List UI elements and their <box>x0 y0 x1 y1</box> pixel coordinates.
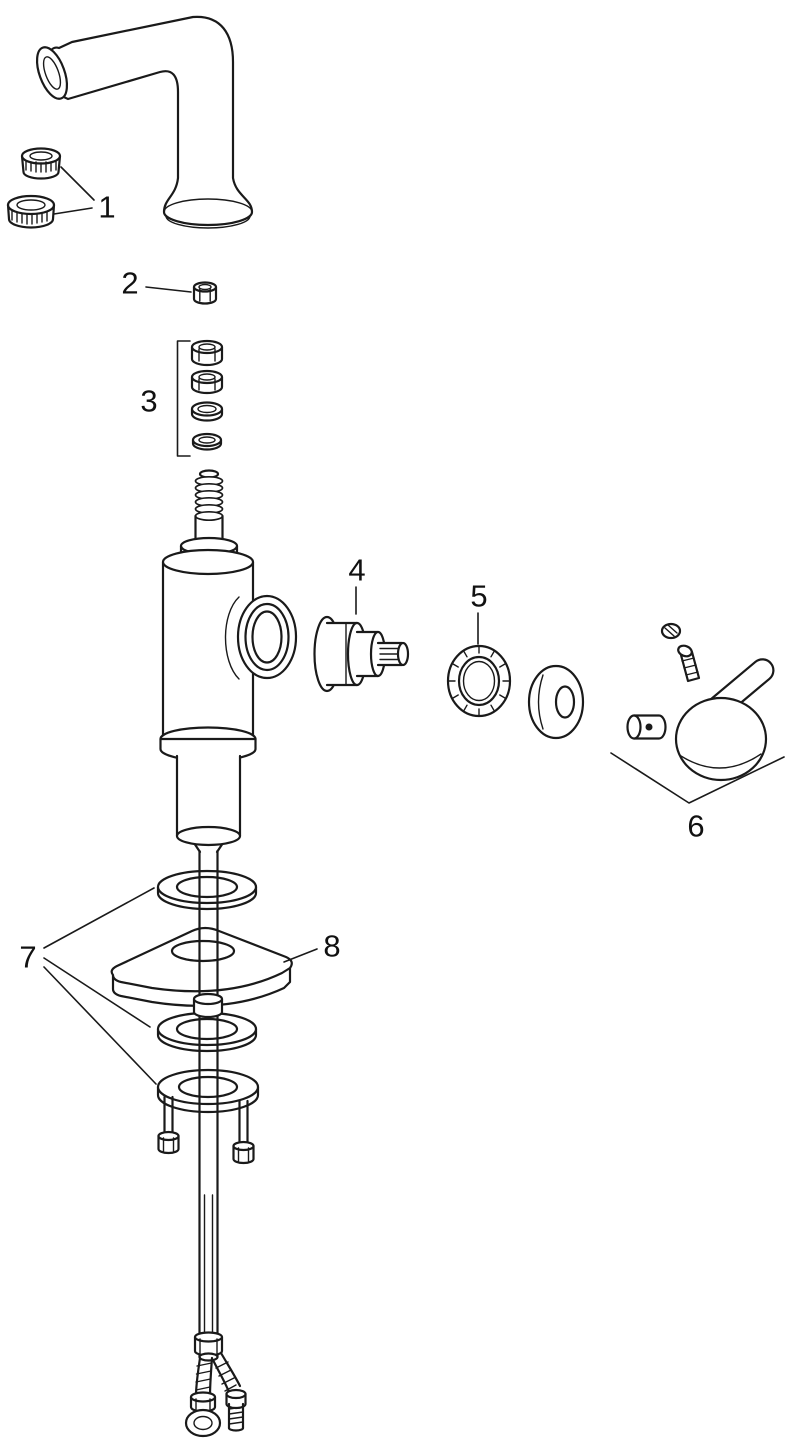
leader-line-1a <box>60 166 95 201</box>
mounting-bolt-right <box>232 1099 255 1165</box>
fastener-stack-part-3 <box>190 339 224 451</box>
supply-hose-left <box>184 1356 222 1438</box>
supply-pipe <box>198 849 219 1359</box>
cartridge-part-4 <box>313 615 410 693</box>
spout <box>35 15 254 229</box>
handle-dome <box>674 696 768 782</box>
part-label-2: 2 <box>121 265 139 301</box>
seal-washer-upper-part-7 <box>156 869 258 911</box>
mounting-bolt-left <box>157 1095 180 1155</box>
leader-line-7c <box>43 966 157 1085</box>
leader-line-1b <box>53 207 93 215</box>
bracket-6 <box>610 752 785 804</box>
leader-line-7b <box>43 957 151 1028</box>
seal-washer-lower-part-7 <box>156 1011 258 1053</box>
leader-line-2 <box>145 286 192 293</box>
leader-line-7a <box>43 887 155 949</box>
mounting-flange-part-7 <box>156 1068 260 1165</box>
mounting-plate-part-8 <box>110 926 293 1007</box>
nut-part-2 <box>192 281 218 305</box>
handle-screw <box>677 644 701 683</box>
part-label-3: 3 <box>140 383 158 419</box>
part-label-5: 5 <box>470 578 488 614</box>
part-label-6: 6 <box>687 808 705 844</box>
handle-assembly-part-6 <box>626 622 775 782</box>
leader-lines <box>43 166 785 1085</box>
cartridge-spline-shaft <box>396 641 410 667</box>
dome-cap <box>527 664 585 740</box>
ring-nut-part-5 <box>446 644 512 718</box>
handle-pin <box>626 714 667 740</box>
part-label-1: 1 <box>98 189 116 225</box>
bottom-fittings <box>184 1331 247 1438</box>
pipe-collar <box>192 992 224 1019</box>
screw-cap <box>660 622 682 640</box>
part-label-7: 7 <box>19 939 37 975</box>
supply-hose-right <box>211 1351 247 1432</box>
part-label-8: 8 <box>323 928 341 964</box>
aerator-inserts-part-1 <box>6 147 62 229</box>
part-label-4: 4 <box>348 552 366 588</box>
bracket-3 <box>176 340 191 457</box>
faucet-body <box>159 469 298 854</box>
valve-knob <box>184 1408 222 1438</box>
leader-line-8 <box>283 948 318 963</box>
